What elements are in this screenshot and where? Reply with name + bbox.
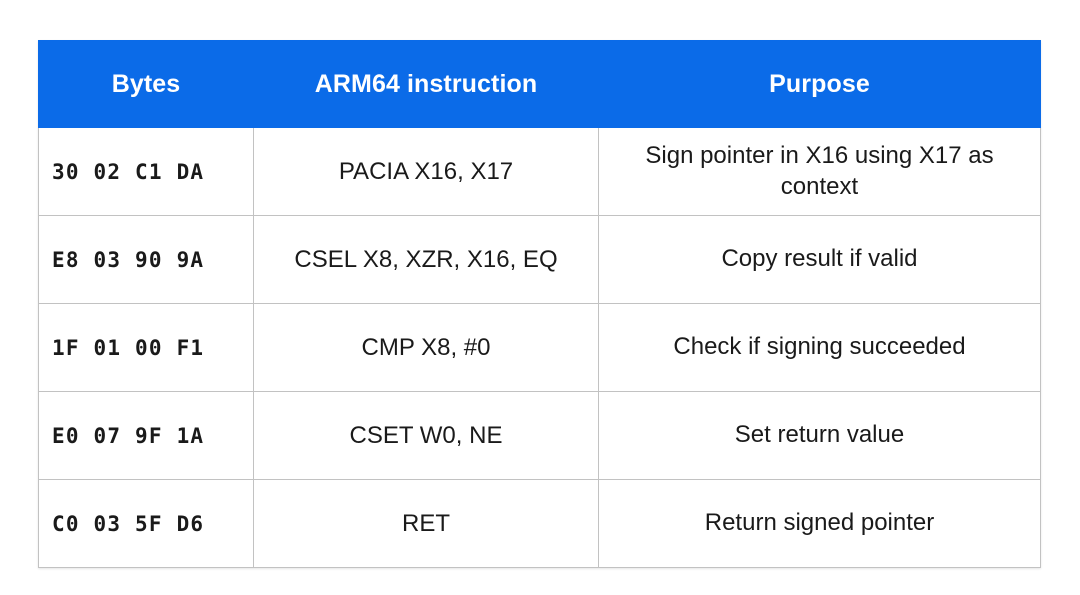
column-header-purpose: Purpose [598, 40, 1041, 128]
cell-bytes: E8 03 90 9A [38, 215, 254, 304]
cell-purpose: Return signed pointer [598, 479, 1041, 568]
table-row: E8 03 90 9A CSEL X8, XZR, X16, EQ Copy r… [38, 215, 1041, 304]
cell-instruction: CMP X8, #0 [253, 303, 599, 392]
table-row: 1F 01 00 F1 CMP X8, #0 Check if signing … [38, 303, 1041, 392]
cell-purpose: Set return value [598, 391, 1041, 480]
column-header-bytes: Bytes [38, 40, 254, 128]
cell-purpose: Check if signing succeeded [598, 303, 1041, 392]
table-header-row: Bytes ARM64 instruction Purpose [38, 40, 1041, 128]
cell-purpose: Copy result if valid [598, 215, 1041, 304]
column-header-instruction: ARM64 instruction [253, 40, 599, 128]
cell-instruction: PACIA X16, X17 [253, 127, 599, 216]
table-header: Bytes ARM64 instruction Purpose [38, 40, 1041, 128]
cell-bytes: E0 07 9F 1A [38, 391, 254, 480]
table-row: 30 02 C1 DA PACIA X16, X17 Sign pointer … [38, 127, 1041, 216]
cell-bytes: 1F 01 00 F1 [38, 303, 254, 392]
cell-purpose: Sign pointer in X16 using X17 as context [598, 127, 1041, 216]
cell-instruction: CSET W0, NE [253, 391, 599, 480]
cell-bytes: C0 03 5F D6 [38, 479, 254, 568]
table-row: C0 03 5F D6 RET Return signed pointer [38, 479, 1041, 568]
table-body: 30 02 C1 DA PACIA X16, X17 Sign pointer … [38, 127, 1041, 568]
cell-instruction: RET [253, 479, 599, 568]
instruction-table-container: Bytes ARM64 instruction Purpose 30 02 C1… [38, 40, 1041, 568]
cell-bytes: 30 02 C1 DA [38, 127, 254, 216]
cell-instruction: CSEL X8, XZR, X16, EQ [253, 215, 599, 304]
table-row: E0 07 9F 1A CSET W0, NE Set return value [38, 391, 1041, 480]
arm64-instruction-table: Bytes ARM64 instruction Purpose 30 02 C1… [38, 40, 1041, 568]
